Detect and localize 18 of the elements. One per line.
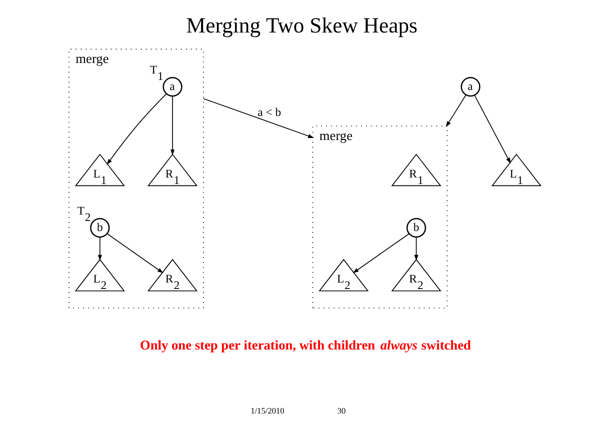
label: 30	[336, 406, 346, 416]
arrow	[352, 233, 409, 274]
arrow	[445, 94, 466, 128]
label: 1/15/2010	[250, 406, 284, 416]
arrow	[106, 233, 163, 274]
arrow	[414, 236, 418, 261]
edge-label: a < b	[257, 106, 281, 120]
arrow	[97, 236, 102, 261]
node-circle: a	[460, 76, 480, 97]
arrow	[474, 94, 510, 164]
arrow	[170, 96, 174, 156]
node-circle: b	[90, 218, 110, 238]
caption: Only one step per iteration, with children always switched	[139, 338, 470, 353]
arrow	[202, 98, 314, 138]
diagram-title: Merging Two Skew Heaps	[186, 13, 418, 38]
node-circle: a	[162, 76, 182, 97]
node-circle: b	[406, 218, 426, 238]
arrow	[106, 94, 166, 165]
